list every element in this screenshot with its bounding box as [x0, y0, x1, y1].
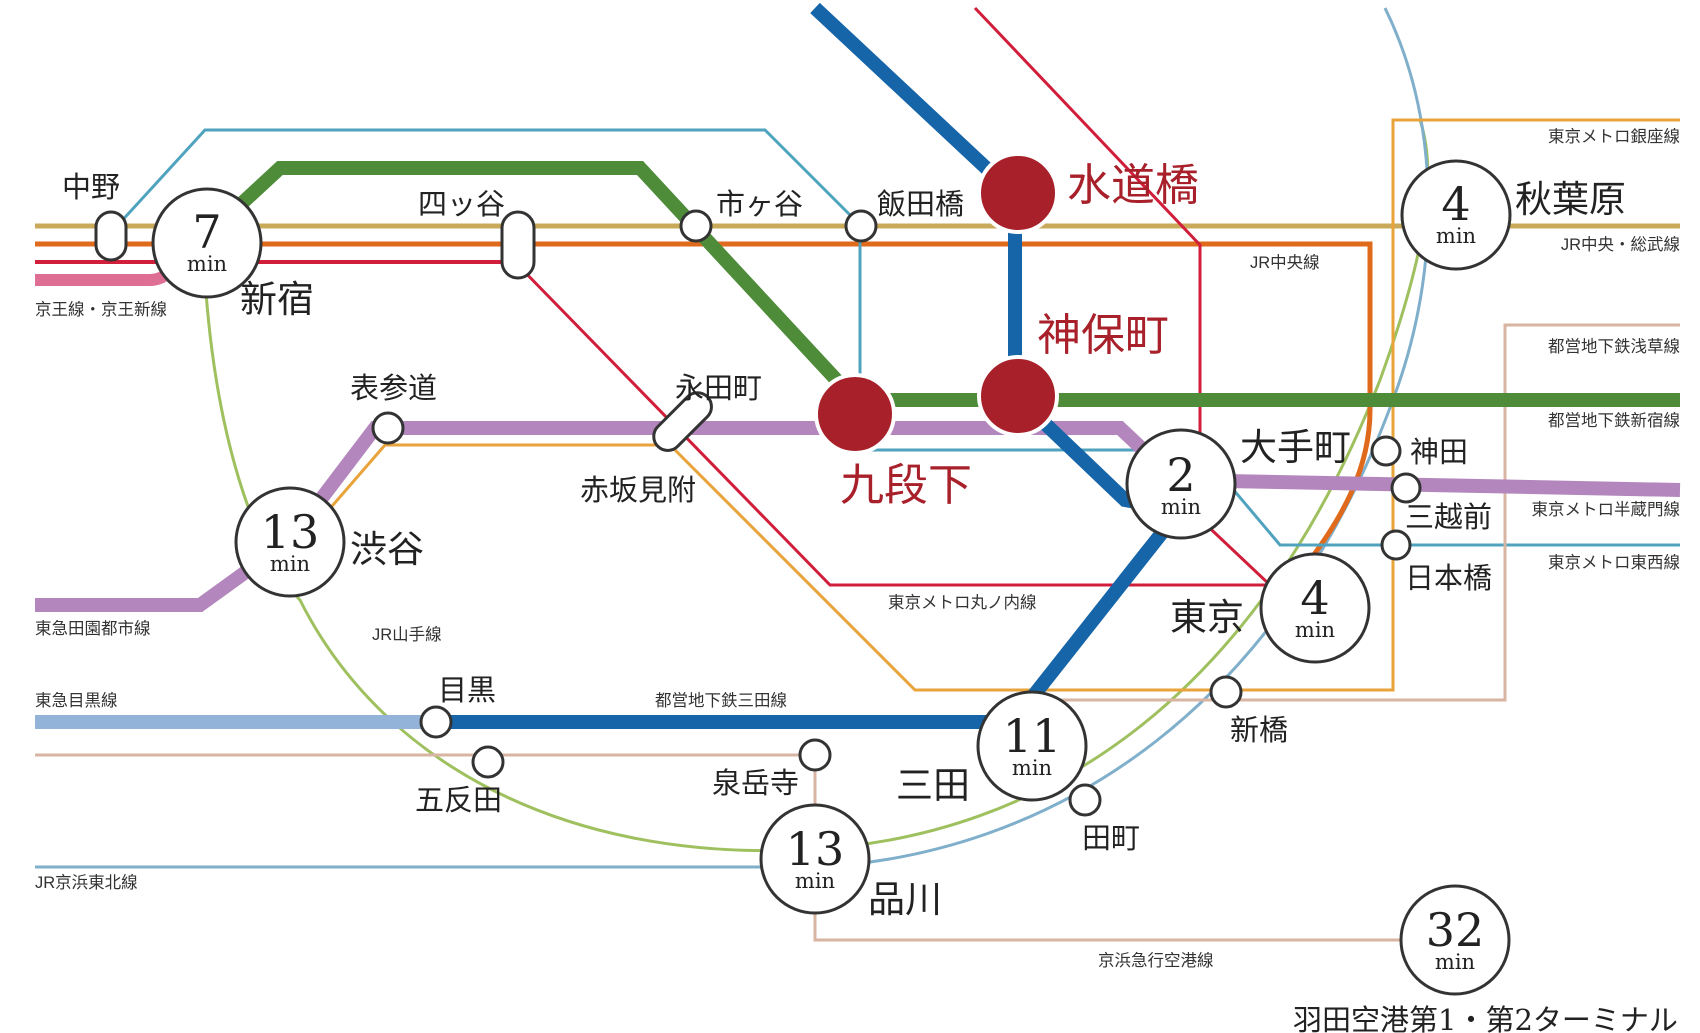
time-circle-otemachi: 2 min: [1125, 428, 1237, 540]
time-tokyo: 4: [1300, 571, 1329, 625]
line-asakusa-east: [1030, 323, 1680, 702]
time-shinagawa: 13: [786, 822, 845, 876]
label-jimbocho: 神保町: [1037, 310, 1169, 361]
min-label-shinagawa: min: [795, 869, 835, 893]
station-marker-mitsukoshimae: [1390, 472, 1422, 504]
station-marker-nakano: [94, 210, 128, 262]
min-label-mita: min: [1012, 756, 1052, 780]
label-shinjuku: 新宿: [240, 278, 314, 321]
line-name-den-en-toshi: 東急田園都市線: [35, 619, 151, 638]
line-name-chuo-sobu: JR中央・総武線: [1561, 235, 1680, 254]
label-nagatacho: 永田町: [675, 371, 762, 405]
station-marker-nagatacho: [652, 391, 713, 452]
station-marker-meguro: [419, 705, 453, 739]
time-circle-haneda: 32 min: [1399, 884, 1511, 996]
time-circle-tokyo: 4 min: [1259, 552, 1371, 664]
min-label-otemachi: min: [1161, 495, 1201, 519]
min-label-tokyo: min: [1295, 618, 1335, 642]
line-name-tozai: 東京メトロ東西線: [1548, 553, 1680, 572]
time-otemachi: 2: [1166, 448, 1195, 502]
line-name-marunouchi: 東京メトロ丸ノ内線: [888, 593, 1037, 612]
label-akihabara: 秋葉原: [1515, 178, 1626, 221]
label-meguro: 目黒: [438, 673, 496, 707]
station-marker-gotanda: [471, 745, 505, 779]
line-name-asakusa: 都営地下鉄浅草線: [1548, 337, 1680, 356]
station-marker-iidabashi: [844, 209, 878, 243]
label-akasakamitsuke: 赤坂見附: [580, 473, 696, 507]
label-haneda: 羽田空港第1・第2ターミナル: [1293, 1003, 1678, 1033]
line-name-meguro: 東急目黒線: [35, 691, 118, 710]
time-shibuya: 13: [261, 505, 320, 559]
label-nihonbashi: 日本橋: [1405, 561, 1492, 595]
station-marker-omotesando: [371, 411, 405, 445]
label-kudanshita: 九段下: [840, 460, 972, 511]
label-yotsuya: 四ッ谷: [418, 187, 505, 221]
hub-marker-jimbocho: [977, 355, 1059, 437]
label-suidobashi: 水道橋: [1067, 160, 1199, 211]
line-name-mita: 都営地下鉄三田線: [655, 691, 787, 710]
line-ginza: [318, 118, 1680, 692]
line-mita: [810, 2, 1193, 705]
label-sengakuji: 泉岳寺: [712, 766, 799, 800]
line-name-keihin-tohoku: JR京浜東北線: [35, 873, 138, 892]
min-label-akihabara: min: [1436, 224, 1476, 248]
line-name-jr-chuo: JR中央線: [1250, 253, 1320, 272]
hub-marker-kudanshita: [814, 373, 896, 455]
label-ichigaya: 市ヶ谷: [716, 187, 803, 221]
label-mitsukoshimae: 三越前: [1405, 500, 1492, 534]
label-kanda: 神田: [1410, 435, 1468, 469]
station-marker-yotsuya: [500, 210, 536, 280]
time-shinjuku: 7: [192, 205, 221, 259]
label-gotanda: 五反田: [415, 783, 502, 817]
label-tokyo: 東京: [1170, 596, 1244, 639]
label-shibuya: 渋谷: [350, 528, 424, 571]
station-marker-tamachi: [1068, 783, 1102, 817]
line-tozai: [116, 128, 1680, 547]
line-name-hanzomon: 東京メトロ半蔵門線: [1532, 500, 1681, 519]
line-name-shinjuku: 都営地下鉄新宿線: [1548, 411, 1680, 430]
min-label-shinjuku: min: [187, 252, 227, 276]
station-marker-nihonbashi: [1380, 529, 1412, 561]
min-label-shibuya: min: [270, 552, 310, 576]
label-shinagawa: 品川: [868, 878, 942, 921]
label-iidabashi: 飯田橋: [877, 187, 964, 221]
min-label-haneda: min: [1435, 950, 1475, 974]
label-nakano: 中野: [62, 170, 120, 204]
time-circle-akihabara: 4 min: [1400, 159, 1512, 271]
label-omotesando: 表参道: [350, 371, 437, 405]
line-shinjuku: [235, 161, 1680, 407]
label-tamachi: 田町: [1082, 821, 1140, 855]
label-otemachi: 大手町: [1240, 426, 1351, 469]
label-mita: 三田: [896, 764, 970, 807]
station-marker-kanda: [1370, 435, 1402, 467]
time-akihabara: 4: [1441, 177, 1470, 231]
hub-marker-suidobashi: [977, 152, 1059, 234]
time-circle-shibuya: 13 min: [234, 486, 346, 598]
label-shimbashi: 新橋: [1230, 713, 1288, 747]
time-circle-mita: 11 min: [976, 690, 1088, 802]
time-circle-shinagawa: 13 min: [759, 803, 871, 915]
station-marker-ichigaya: [679, 209, 713, 243]
line-name-keio: 京王線・京王新線: [35, 300, 167, 319]
time-mita: 11: [1003, 709, 1062, 763]
line-name-yamanote: JR山手線: [372, 625, 442, 644]
station-marker-sengakuji: [798, 738, 832, 772]
line-name-keikyu-airport: 京浜急行空港線: [1098, 951, 1214, 970]
line-name-ginza: 東京メトロ銀座線: [1548, 127, 1680, 146]
time-haneda: 32: [1426, 903, 1485, 957]
time-circle-shinjuku: 7 min: [151, 187, 263, 299]
station-marker-shimbashi: [1209, 675, 1243, 709]
